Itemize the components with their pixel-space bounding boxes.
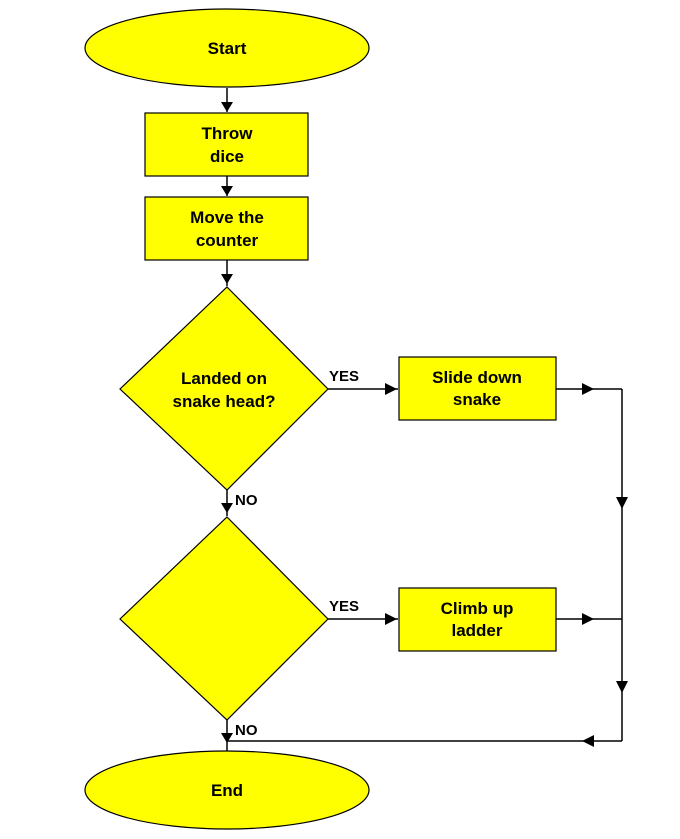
arrowhead-right-down-2 bbox=[616, 681, 628, 693]
climb-up-node: Climb up ladder bbox=[398, 587, 557, 652]
move-counter-node: Move the counter bbox=[144, 196, 309, 261]
arrowhead-climb bbox=[385, 613, 397, 625]
slide-label-line2: snake bbox=[453, 390, 501, 409]
yes-label-2: YES bbox=[329, 598, 359, 615]
arrowhead-decision1 bbox=[221, 274, 233, 284]
throw-label-line2: dice bbox=[210, 147, 244, 166]
decision-ladder-node bbox=[119, 516, 329, 721]
start-label: Start bbox=[208, 39, 247, 58]
arrowhead-end bbox=[221, 733, 233, 743]
decision1-label-line2: snake head? bbox=[173, 392, 276, 411]
arrowhead-throw bbox=[221, 102, 233, 112]
end-label: End bbox=[211, 781, 243, 800]
yes-label-1: YES bbox=[329, 368, 359, 385]
decision1-label-line1: Landed on bbox=[181, 369, 267, 388]
arrowhead-move bbox=[221, 186, 233, 196]
arrowhead-decision2 bbox=[221, 503, 233, 513]
arrowhead-right-down-1 bbox=[616, 497, 628, 509]
slide-label-line1: Slide down bbox=[432, 368, 522, 387]
move-label-line1: Move the bbox=[190, 208, 264, 227]
arrowhead-slide bbox=[385, 383, 397, 395]
arrowhead-return-left bbox=[582, 735, 594, 747]
slide-down-node: Slide down snake bbox=[398, 356, 557, 421]
move-label-line2: counter bbox=[196, 231, 259, 250]
no-label-2: NO bbox=[235, 722, 258, 739]
start-node: Start bbox=[84, 8, 370, 88]
no-label-1: NO bbox=[235, 492, 258, 509]
throw-dice-node: Throw dice bbox=[144, 112, 309, 177]
connectors bbox=[221, 88, 628, 764]
end-node: End bbox=[84, 750, 370, 830]
climb-label-line1: Climb up bbox=[441, 599, 514, 618]
decision-snake-node: Landed on snake head? bbox=[119, 286, 329, 491]
arrowhead-slide-right bbox=[582, 383, 594, 395]
climb-label-line2: ladder bbox=[451, 621, 502, 640]
throw-label-line1: Throw bbox=[202, 124, 254, 143]
arrowhead-climb-right bbox=[582, 613, 594, 625]
